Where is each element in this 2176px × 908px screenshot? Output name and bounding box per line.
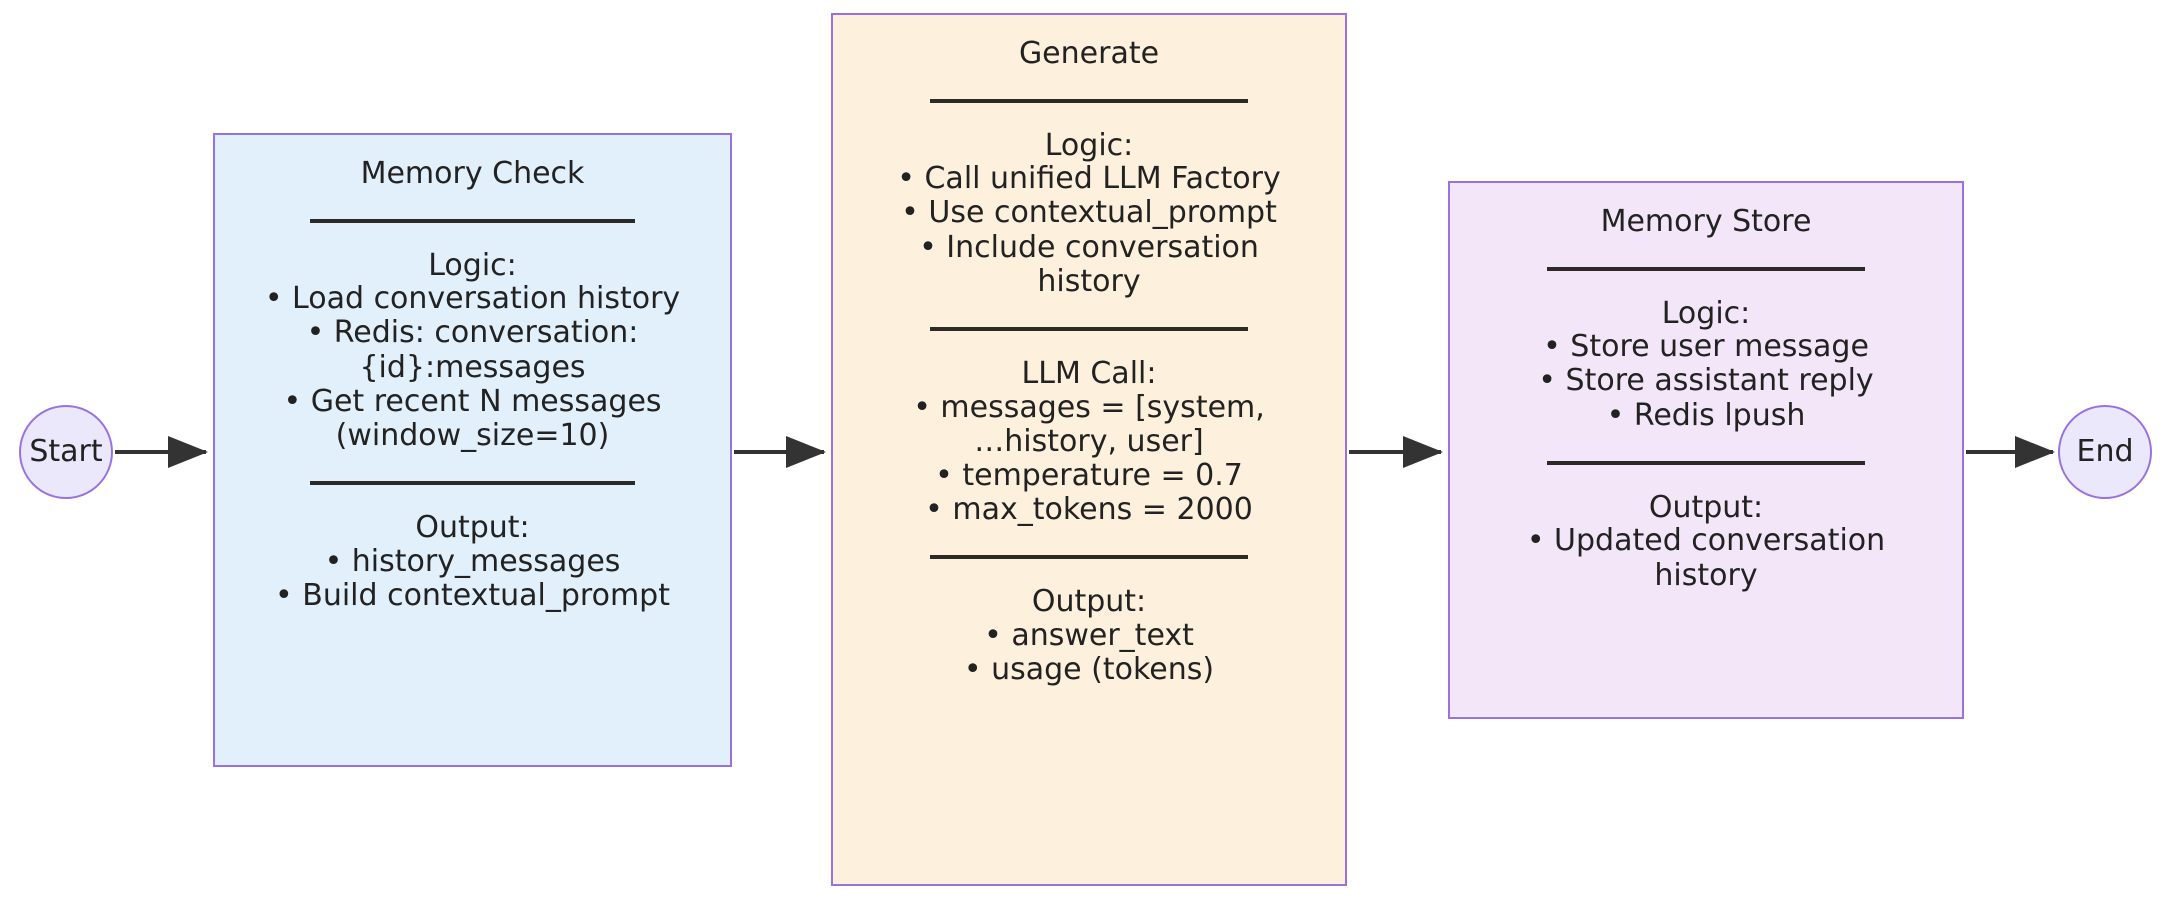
memory-check-output-item-2: • Build contextual_prompt [275, 577, 670, 613]
memory-check-logic-item-3-cont: (window_size=10) [335, 417, 610, 453]
memory-check-divider-2 [310, 481, 635, 486]
node-end-label: End [2076, 434, 2134, 469]
memory-check-output-item-1: • history_messages [324, 543, 621, 579]
memory-store-output-heading: Output: [1648, 489, 1764, 525]
memory-check-title: Memory Check [360, 156, 585, 191]
generate-llm-item-2: • temperature = 0.7 [935, 457, 1243, 493]
memory-check-logic-item-2: • Redis: conversation: [306, 315, 639, 351]
generate-logic-item-1: • Call unified LLM Factory [897, 161, 1281, 197]
generate-logic-heading: Logic: [1044, 127, 1134, 163]
generate-llm-item-3: • max_tokens = 2000 [925, 492, 1253, 528]
generate-llm-heading: LLM Call: [1021, 355, 1157, 391]
generate-divider-3 [930, 555, 1248, 560]
generate-llm-item-1-cont: …history, user] [974, 423, 1204, 459]
node-memory-store[interactable]: Memory Store Logic: • Store user message… [1448, 181, 1964, 719]
memory-store-divider-2 [1547, 460, 1865, 465]
memory-check-logic-item-3: • Get recent N messages [283, 383, 662, 419]
memory-store-title: Memory Store [1600, 204, 1812, 239]
node-memory-check[interactable]: Memory Check Logic: • Load conversation … [213, 133, 732, 767]
generate-logic-item-3: • Include conversation [919, 229, 1259, 265]
memory-store-output-item-1-cont: history [1654, 557, 1758, 593]
node-end[interactable]: End [2058, 405, 2152, 499]
memory-check-logic-heading: Logic: [428, 247, 517, 283]
generate-title: Generate [1018, 36, 1160, 71]
generate-output-heading: Output: [1031, 584, 1147, 620]
memory-store-divider-1 [1547, 266, 1865, 271]
generate-logic-item-3-cont: history [1037, 263, 1141, 299]
memory-check-logic-item-1: • Load conversation history [264, 281, 681, 317]
generate-llm-item-1: • messages = [system, [913, 389, 1265, 425]
generate-output-item-1: • answer_text [984, 617, 1194, 653]
node-generate[interactable]: Generate Logic: • Call unified LLM Facto… [831, 13, 1347, 886]
memory-check-divider-1 [310, 218, 635, 223]
generate-output-item-2: • usage (tokens) [963, 652, 1215, 688]
memory-store-output-item-1: • Updated conversation [1526, 523, 1886, 559]
generate-logic-item-2: • Use contextual_prompt [901, 195, 1277, 231]
memory-store-logic-heading: Logic: [1661, 295, 1751, 331]
memory-store-logic-item-2: • Store assistant reply [1538, 363, 1874, 399]
memory-store-logic-item-3: • Redis lpush [1606, 397, 1806, 433]
node-start-label: Start [29, 434, 103, 469]
generate-divider-1 [930, 98, 1248, 103]
memory-check-output-heading: Output: [415, 510, 530, 546]
node-start[interactable]: Start [19, 405, 113, 499]
memory-store-logic-item-1: • Store user message [1543, 329, 1869, 365]
generate-divider-2 [930, 326, 1248, 331]
memory-check-logic-item-2-cont: {id}:messages [359, 349, 586, 385]
